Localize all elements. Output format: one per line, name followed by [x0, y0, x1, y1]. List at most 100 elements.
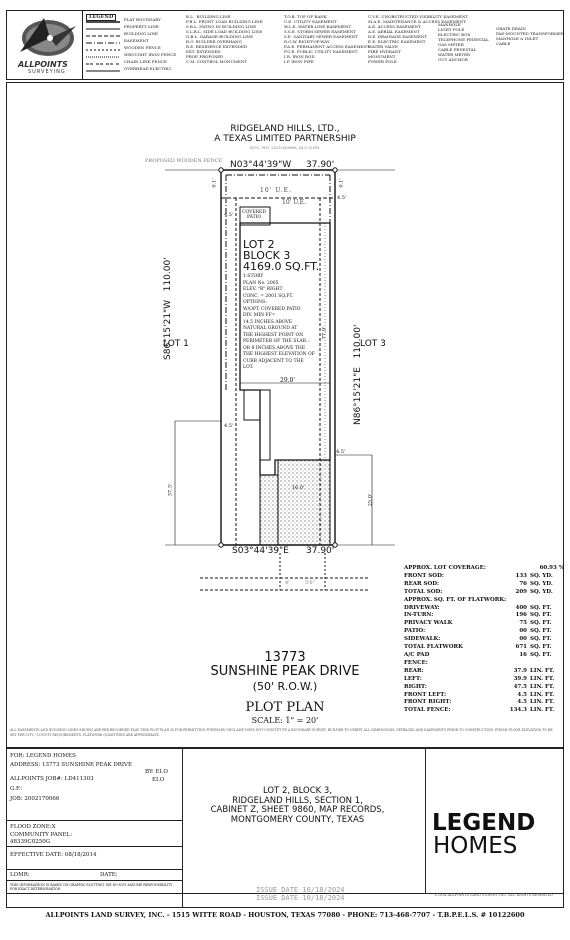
legend-abbrev-a-0: B.L. BUILDING LINE	[186, 14, 231, 19]
lot-note-3: CONC. = 2001 SQ.FT.	[243, 293, 294, 299]
tb-lomr: LOMR:	[10, 872, 30, 878]
legend-abbrev-a-3: S.L.B.L. SIDE LOAD BUILDING LINE	[186, 29, 263, 34]
title-block	[6, 748, 564, 908]
company-logo-name: ALLPOINTS	[18, 60, 68, 69]
lot-note-8: NATURAL GROUND AT	[243, 326, 298, 331]
tb-flood-note: THIS INFORMATION IS BASED ON GRAPHIC PLO…	[10, 883, 173, 891]
tb-for: FOR: LEGEND HOMES	[10, 753, 76, 759]
legend-line-samples	[86, 21, 120, 72]
legend-abbrev-c-1: M.A.E. MAINTENANCE & ACCESS EASEMENT	[368, 19, 466, 24]
setback-top-right: 0.1'	[338, 178, 345, 188]
lot-note-6: DIV. MIN FF=	[243, 313, 276, 318]
south-dist: 37.90'	[306, 546, 335, 556]
walk-dim-1: 4'	[285, 580, 290, 586]
flatwork-title: APPROX. SQ. FT. OF FLATWORK:	[404, 596, 507, 603]
legend-abbrev-d-4: GAS METER	[438, 42, 464, 47]
north-dist: 37.90'	[306, 160, 335, 170]
legend-abbrev-d-1: LIGHT POLE	[438, 27, 465, 32]
lot-note-5: W/OPT. COVERED PATIO	[243, 306, 301, 312]
legend-abbrev-c-0: U.V.E. UNOBSTRUCTED VISIBILITY EASEMENT	[368, 14, 468, 19]
legend-abbrev-b-0: T.O.B. TOP OF BANK	[284, 14, 327, 19]
issue-dates: ISSUE DATE 10/18/2024 ISSUE DATE 10/18/2…	[256, 886, 345, 902]
legend-abbrev-c-3: A.E. AERIAL EASEMENT	[368, 29, 420, 34]
depth-left: 37.3'	[167, 483, 174, 497]
legend-line-0: PLAT BOUNDARY	[124, 17, 161, 22]
stat-lot-coverage: APPROX. LOT COVERAGE: 60.93 %	[404, 565, 564, 571]
owner-desc: A TEXAS LIMITED PARTNERSHIP	[214, 134, 356, 144]
setback-top-left: 0.1'	[211, 178, 218, 188]
legend-abbrev-b-3: S.S.E. STORM SEWER EASEMENT	[284, 29, 356, 34]
lot-note-0: 1-STORY	[243, 274, 264, 279]
legend-abbrev-d-0: MANHOLE	[438, 22, 461, 27]
legend-abbrev-a-1: F.B.L. FRONT LOAD BUILDING LINE	[186, 19, 263, 24]
disclaimer-notes: ALL EASEMENTS AND BUILDING LINES SHOWN A…	[10, 728, 553, 737]
legend-abbrev-e-1: PAD MOUNTED TRANSFORMER	[496, 31, 564, 36]
legend-line-7: OVERHEAD ELECTRIC	[124, 66, 172, 71]
company-logo-sub: SURVEYING	[28, 69, 66, 75]
lot-block-area: LOT 2 BLOCK 3 4169.0 SQ.FT.	[243, 239, 319, 272]
owner-name: RIDGELAND HILLS, LTD.,	[230, 124, 340, 134]
legend-abbrev-d-3: TELEPHONE PEDESTAL	[438, 37, 489, 42]
tb-panel-label: COMMUNITY PANEL:	[10, 832, 73, 838]
fence-title: FENCE:	[404, 659, 428, 666]
legend-abbrev-c-6: WATER VALVE	[368, 44, 398, 49]
lot-note-11: OR 8 INCHES ABOVE THE	[243, 345, 306, 351]
drive-width: 16.0'	[292, 485, 305, 491]
legend-line-3: EASEMENT	[124, 38, 149, 43]
setback-right: 4.5'	[337, 195, 347, 201]
legend-abbrev-a-2: S.B.L. SWING IN BUILDING LINE	[186, 24, 256, 29]
lot-right-label: LOT 3	[360, 339, 386, 349]
east-bearing-dist: N86°15'21"E 110.00'	[353, 324, 363, 425]
tb-effective: EFFECTIVE DATE: 08/18/2014	[10, 852, 97, 858]
lot-note-10: PERIMETER OF THE SLAB...	[243, 339, 311, 344]
legend-abbrev-a-8: PROP. PROPOSED	[186, 54, 224, 59]
legend-line-4: WOODEN FENCE	[124, 45, 161, 50]
tb-gf: G.F.:	[10, 786, 23, 792]
copyright-note: ©2024 ALLPOINTS LAND SURVEY, INC. ALL RI…	[434, 893, 553, 897]
patio-label: COVERED PATIO	[242, 210, 266, 220]
block-label: BLOCK 3	[243, 249, 291, 262]
legend-abbrev-d-5: CABLE PEDESTAL	[438, 47, 477, 52]
legend-abbrev-b-4: S.E. SANITARY SEWER EASEMENT	[284, 34, 358, 39]
legend-abbrev-c-2: A.E. ACCESS EASEMENT	[368, 24, 421, 29]
plot-plan-title: PLOT PLAN	[245, 700, 325, 715]
lot-label: LOT 2	[243, 238, 275, 251]
legend-abbrev-d-2: ELECTRIC BOX	[438, 32, 471, 37]
lot-note-4: OPTIONS:	[243, 300, 267, 305]
tb-address: ADDRESS: 13773 SUNSHINE PEAK DRIVE	[10, 762, 133, 768]
setback-left-2: 4.5'	[224, 423, 234, 429]
plot-plan-scale: SCALE: 1" = 20'	[251, 716, 319, 725]
lot-note-2: ELEV. "B" RIGHT	[243, 287, 283, 292]
south-bearing: S03°44'39"E	[232, 546, 289, 556]
builder-logo-line1: LEGEND	[432, 810, 536, 836]
setback-left: 4.5'	[224, 212, 234, 218]
tb-job-no: ALLPOINTS JOB#: LD411303	[10, 776, 94, 782]
owner-doc-no: DOC. NO. 2021039966, M.C.O.P.R.	[250, 145, 321, 150]
legend-abbrev-a-5: B.O. BUILDER OVERHANG	[186, 39, 242, 44]
north-bearing: N03°44'39"W	[230, 160, 292, 170]
street-row: (50' R.O.W.)	[252, 680, 318, 693]
legend-abbrev-c-9: POWER POLE	[368, 59, 397, 64]
legend-abbrev-a-6: R.E. RESIDENCE EXTENDED	[186, 44, 248, 49]
legal-description: LOT 2, BLOCK 3, RIDGELAND HILLS, SECTION…	[210, 786, 385, 825]
legend-abbrev-b-9: I.P. IRON PIPE	[284, 59, 314, 64]
legend-abbrev-e-2: MANHOLE & INLET	[496, 36, 539, 41]
tb-panel-value: 48339C0250G	[10, 839, 51, 845]
walk-dim-2: 5'6"	[305, 580, 316, 586]
legend-abbrev-b-5: R.O.W. RIGHT-OF-WAY	[284, 39, 330, 44]
